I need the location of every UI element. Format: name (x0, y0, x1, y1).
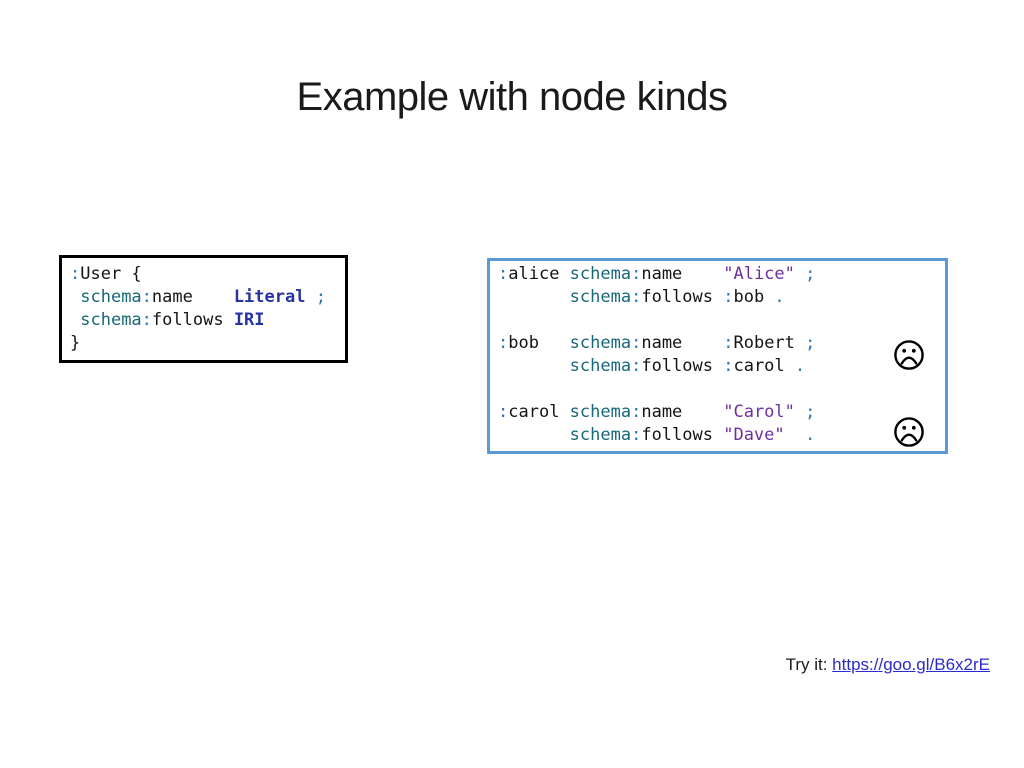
code-line: :User { (70, 264, 142, 284)
try-it-link[interactable]: https://goo.gl/B6x2rE (832, 655, 990, 674)
sad-face-icon (894, 417, 924, 447)
code-line: :alice schema:name "Alice" ; (498, 264, 816, 284)
code-line: :carol schema:name "Carol" ; (498, 402, 816, 422)
code-line: } (70, 333, 81, 353)
code-line: schema:follows :carol . (569, 356, 806, 376)
code-line: :bob schema:name :Robert ; (498, 333, 816, 353)
code-line: schema:follows "Dave" . (569, 425, 816, 445)
page-title: Example with node kinds (296, 75, 728, 119)
sad-face-icon (894, 340, 924, 370)
code-line: schema:name Literal ; (80, 287, 326, 307)
code-line (498, 378, 937, 401)
footer: Try it: https://goo.gl/B6x2rE (767, 632, 990, 674)
code-line: schema:follows :bob . (569, 287, 785, 307)
data-code-lines: :alice schema:name "Alice" ; schema:foll… (498, 263, 937, 447)
data-code-box: :alice schema:name "Alice" ; schema:foll… (487, 258, 948, 454)
try-it-label: Try it: (785, 655, 833, 674)
code-line (498, 309, 937, 332)
schema-code-box: :User { schema:name Literal ; schema:fol… (59, 255, 348, 363)
code-line: schema:follows IRI (80, 310, 265, 330)
